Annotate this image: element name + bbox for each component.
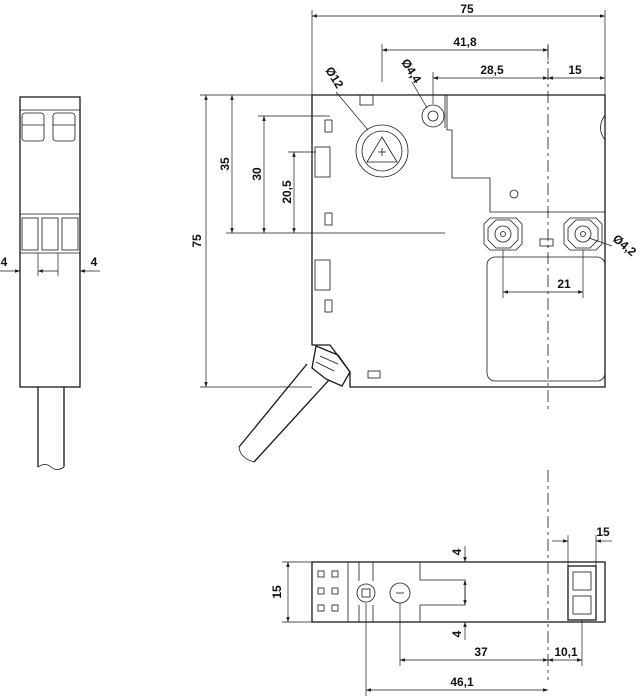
dim-height-30: 30 (250, 167, 264, 181)
mount-hole-left (483, 217, 523, 251)
dim-center-to-edge: 15 (568, 63, 582, 77)
side-dim-4-right: 4 (91, 255, 98, 269)
dim-hole-to-center: 28,5 (480, 63, 504, 77)
bottom-dim-46-1: 46,1 (450, 675, 474, 689)
bottom-connector (567, 565, 597, 621)
bottom-dim-4-bottom: 4 (450, 630, 464, 637)
lens-element (355, 124, 409, 178)
bottom-dim-15-right: 15 (596, 525, 610, 539)
dim-overall-height: 75 (190, 234, 204, 248)
side-view-cable (37, 387, 65, 467)
side-view: 4 4 (0, 96, 100, 470)
bottom-dim-10-1: 10,1 (554, 645, 578, 659)
dim-mount-spacing: 21 (557, 277, 571, 291)
front-view-body (311, 94, 606, 388)
dim-height-20-5: 20,5 (280, 180, 294, 204)
dim-height-35: 35 (218, 157, 232, 171)
bottom-view: 15 4 4 15 37 10,1 46,1 (270, 525, 612, 696)
bottom-dim-4-top: 4 (450, 548, 464, 555)
mount-hole-right (563, 217, 603, 251)
front-cable (238, 345, 351, 463)
bottom-dim-37: 37 (474, 645, 488, 659)
bottom-dim-15-height: 15 (270, 585, 284, 599)
dim-dia-12: Ø12 (322, 64, 346, 91)
dim-dia-4-2: Ø4,2 (610, 232, 639, 260)
side-view-body (19, 96, 81, 388)
dim-hole-offset: 41,8 (453, 35, 477, 49)
dim-overall-width: 75 (460, 2, 474, 16)
bottom-view-body (311, 561, 606, 623)
front-view: 75 41,8 28,5 15 Ø12 Ø4,4 Ø4,2 21 75 35 3… (190, 2, 639, 463)
dim-dia-4-4: Ø4,4 (398, 56, 424, 86)
front-window (486, 256, 606, 382)
side-dim-4-left: 4 (1, 255, 8, 269)
